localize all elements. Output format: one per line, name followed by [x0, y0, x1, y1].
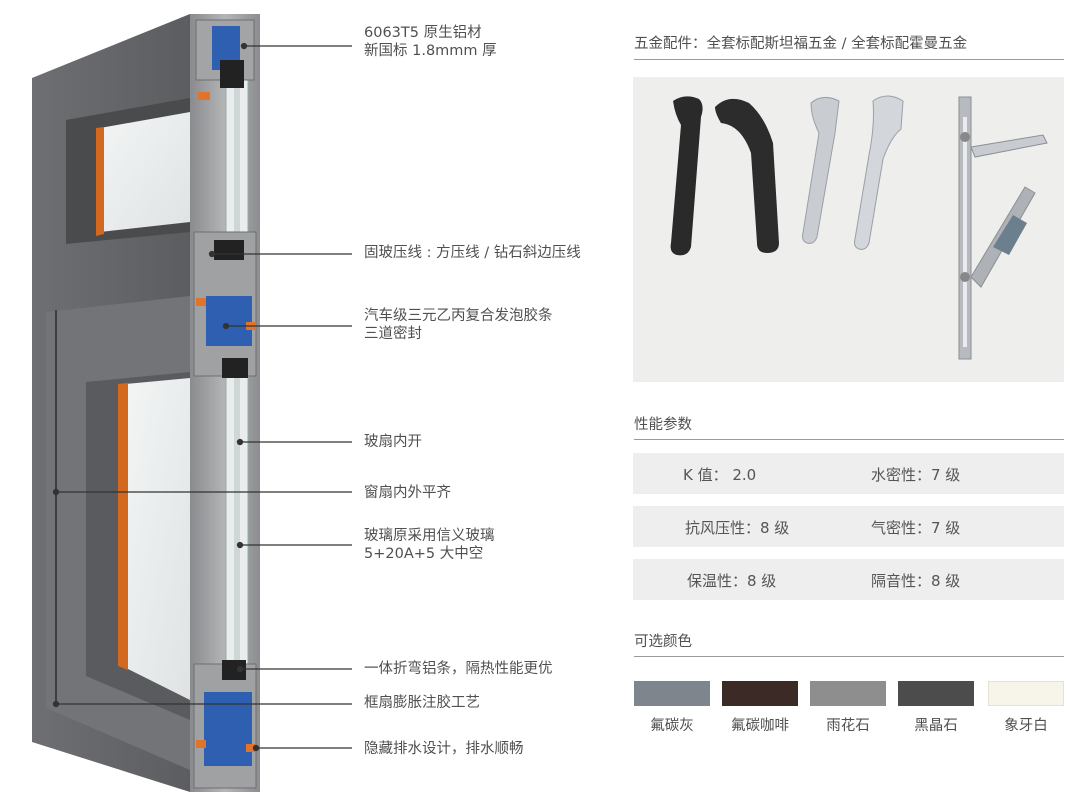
swatch-black-crystal[interactable]	[898, 681, 974, 706]
swatch-rain-flower-stone[interactable]	[810, 681, 886, 706]
callout-inward: 玻扇内开	[364, 434, 422, 450]
callout-glass: 玻璃原采用信义玻璃 5+20A+5 大中空	[364, 527, 495, 563]
callout-material: 6063T5 原生铝材 新国标 1.8mmm 厚	[364, 24, 497, 60]
callout-flush: 窗扇内外平齐	[364, 485, 451, 501]
performance-row: K 值： 2.0 水密性：7 级	[633, 453, 1064, 494]
callout-glass-line1: 玻璃原采用信义玻璃	[364, 528, 495, 544]
hardware-divider	[634, 59, 1064, 60]
black-handle-bent-icon	[715, 98, 779, 253]
colors-title: 可选颜色	[634, 634, 692, 650]
black-handle-icon	[670, 96, 703, 256]
silver-handle-icon	[802, 97, 840, 244]
perf-air-tightness: 气密性：7 级	[871, 519, 961, 537]
performance-row: 保温性：8 级 隔音性：8 级	[633, 559, 1064, 600]
swatch-label: 氟碳灰	[650, 718, 694, 734]
callout-material-line1: 6063T5 原生铝材	[364, 25, 482, 41]
callout-drainage: 隐藏排水设计，排水顺畅	[364, 741, 524, 757]
callout-material-line2: 新国标 1.8mmm 厚	[364, 43, 497, 59]
perf-k-value: K 值： 2.0	[683, 466, 757, 484]
swatch-fluorocarbon-coffee[interactable]	[722, 681, 798, 706]
perf-insulation: 保温性：8 级	[687, 572, 777, 590]
callout-bead: 固玻压线 : 方压线 / 钻石斜边压线	[364, 245, 581, 261]
callout-seal-line2: 三道密封	[364, 326, 422, 342]
swatch-fluorocarbon-gray[interactable]	[634, 681, 710, 706]
swatch-label: 黑晶石	[914, 718, 958, 734]
swatch-label: 雨花石	[826, 718, 870, 734]
callout-bent-strip: 一体折弯铝条，隔热性能更优	[364, 661, 553, 677]
hardware-photo	[633, 77, 1064, 382]
swatch-ivory-white[interactable]	[988, 681, 1064, 706]
callout-glass-line2: 5+20A+5 大中空	[364, 546, 484, 562]
hardware-title: 五金配件：全套标配斯坦福五金 / 全套标配霍曼五金	[634, 36, 968, 52]
performance-title: 性能参数	[634, 417, 692, 433]
swatch-label: 象牙白	[1004, 718, 1048, 734]
colors-divider	[634, 656, 1064, 657]
silver-handle-bent-icon	[854, 95, 904, 250]
performance-divider	[634, 439, 1064, 440]
swatch-label: 氟碳咖啡	[731, 718, 789, 734]
callout-injection: 框扇膨胀注胶工艺	[364, 695, 480, 711]
callout-seal-line1: 汽车级三元乙丙复合发泡胶条	[364, 308, 553, 324]
callout-seal: 汽车级三元乙丙复合发泡胶条 三道密封	[364, 307, 553, 343]
friction-stay-icon	[958, 96, 1048, 360]
performance-row: 抗风压性：8 级 气密性：7 级	[633, 506, 1064, 547]
perf-wind-pressure: 抗风压性：8 级	[685, 519, 790, 537]
perf-water-tightness: 水密性：7 级	[871, 466, 961, 484]
perf-sound-insulation: 隔音性：8 级	[871, 572, 961, 590]
